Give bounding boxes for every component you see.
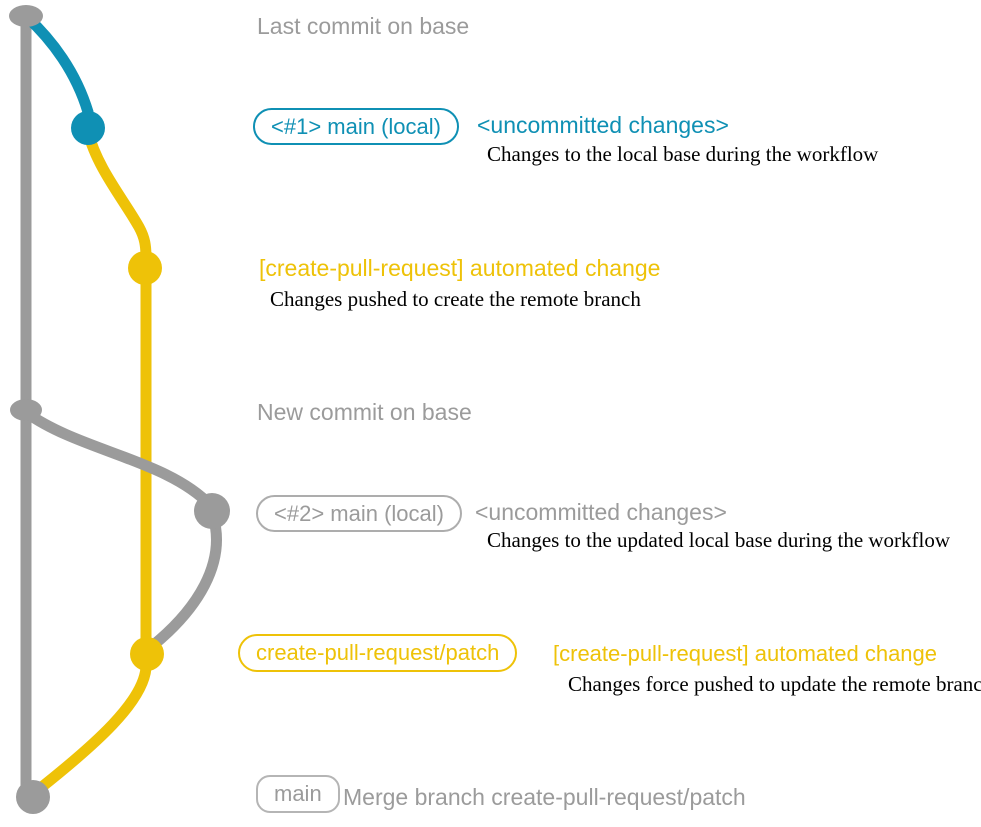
- commit-title-uncommitted2: <uncommitted changes>: [475, 499, 727, 525]
- commit-title-merge: Merge branch create-pull-request/patch: [343, 784, 746, 810]
- local-main2-branch-curve: [21, 407, 217, 512]
- commit-node-main2: [194, 493, 230, 529]
- commit-node-patch2: [130, 637, 164, 671]
- local-main-branch-curve: [21, 11, 94, 134]
- commit-node-merge: [16, 780, 50, 814]
- commit-title-automated2: [create-pull-request] automated change: [553, 641, 938, 666]
- branch-badge-main: main: [256, 775, 340, 813]
- commit-node-patch1: [128, 251, 162, 285]
- commit-title-uncommitted1: <uncommitted changes>: [477, 112, 729, 138]
- commit-node-last-base: [9, 5, 43, 27]
- patch-branch-line: [82, 126, 152, 658]
- commit-title-automated1: [create-pull-request] automated change: [259, 255, 661, 281]
- branch-badge-patch: create-pull-request/patch: [238, 634, 518, 672]
- branch-badge-main1: <#1> main (local): [253, 108, 459, 145]
- caption-new-commit-on-base: New commit on base: [257, 399, 472, 425]
- caption-last-commit-on-base: Last commit on base: [257, 13, 470, 39]
- local-main2-rebase-curve: [145, 510, 222, 653]
- commit-desc-automated1: Changes pushed to create the remote bran…: [270, 287, 641, 311]
- commit-desc-uncommitted2: Changes to the updated local base during…: [487, 528, 951, 552]
- patch-merge-curve: [32, 650, 152, 796]
- commit-desc-automated2: Changes force pushed to update the remot…: [568, 672, 981, 696]
- commit-node-main1: [71, 111, 105, 145]
- commit-node-new-base: [10, 399, 42, 421]
- commit-desc-uncommitted1: Changes to the local base during the wor…: [487, 142, 879, 166]
- branch-badge-main2: <#2> main (local): [256, 495, 462, 532]
